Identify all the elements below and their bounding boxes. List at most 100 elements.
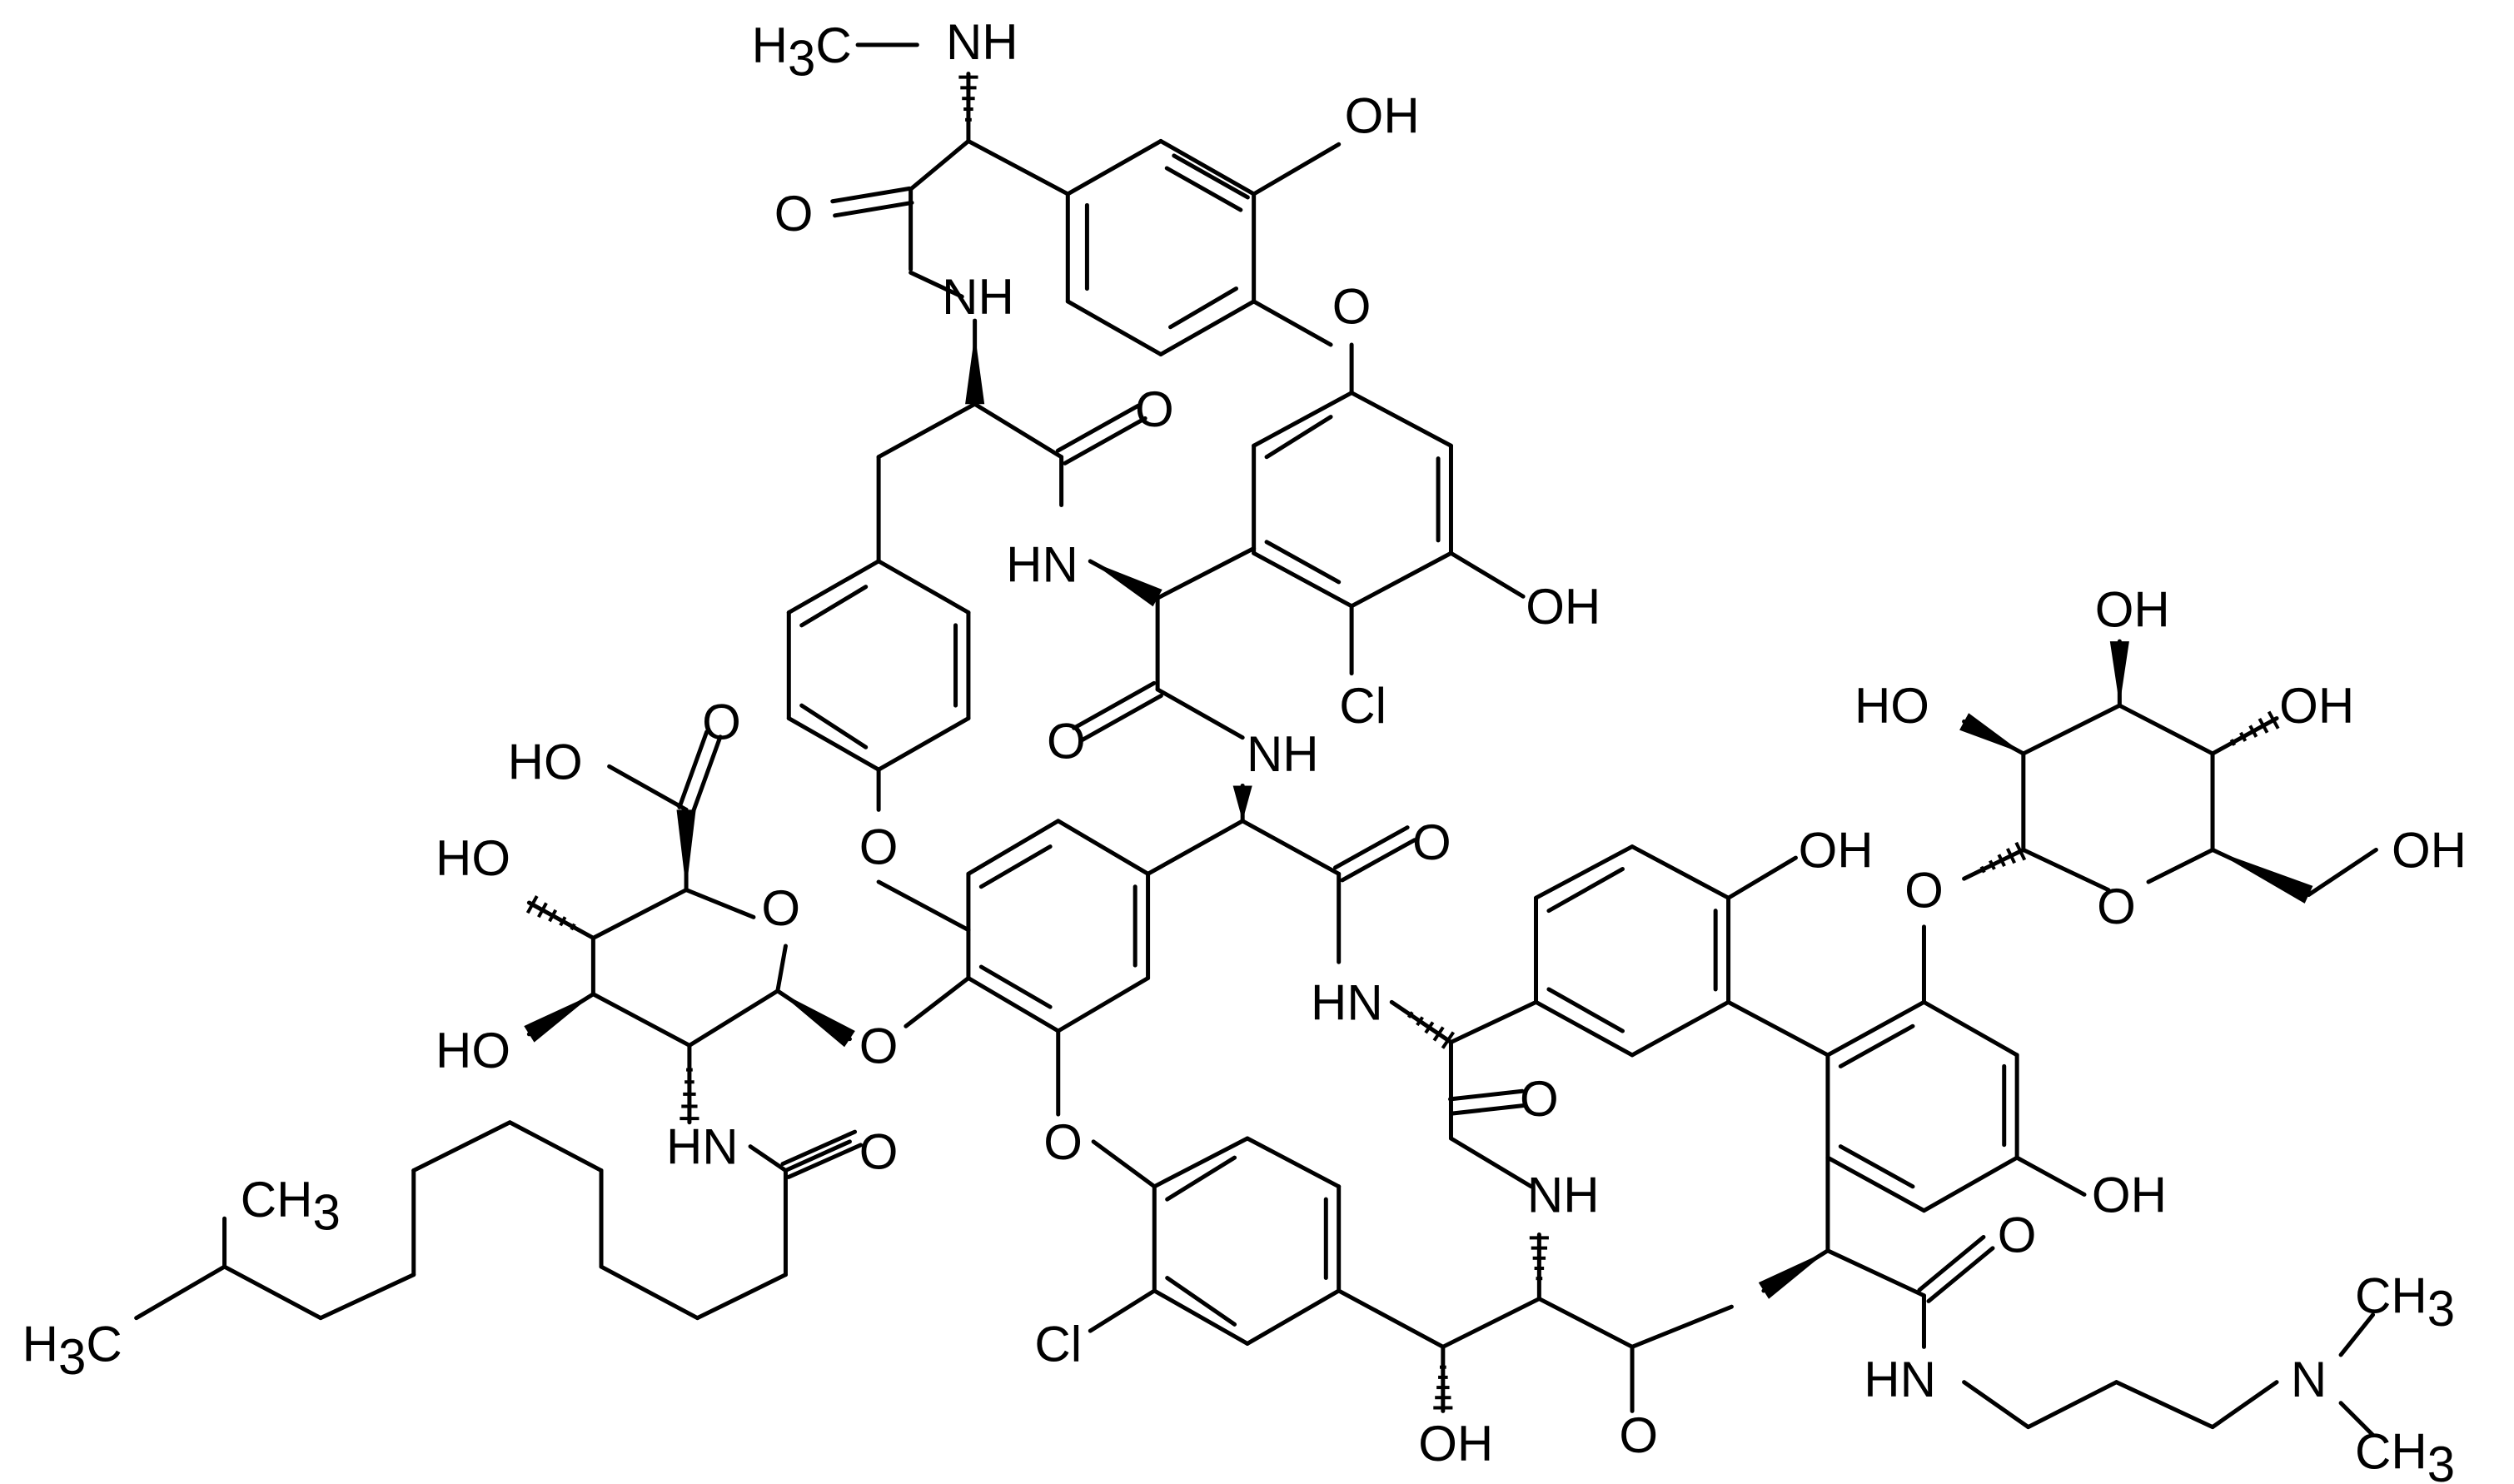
atom-label-h3c-chain: H3C bbox=[22, 1316, 122, 1384]
bond bbox=[966, 138, 1070, 197]
bond bbox=[973, 401, 1064, 460]
atom-label-o-amide1: O bbox=[774, 186, 814, 242]
bond bbox=[1534, 844, 1635, 900]
atom-label-nh-amide1: NH bbox=[942, 269, 1014, 325]
atom-label-o-mannose-ring: O bbox=[2097, 878, 2136, 934]
atom-label-hn-amide2: HN bbox=[1006, 536, 1078, 592]
hashed-bond bbox=[1406, 1011, 1414, 1018]
atom-label-ho-glc-top: HO bbox=[436, 830, 510, 886]
atom-label-ch3-dm-bottom: CH3 bbox=[2355, 1423, 2455, 1484]
bond bbox=[1165, 1276, 1237, 1327]
bond bbox=[1546, 867, 1625, 914]
bond bbox=[2021, 703, 2122, 756]
bond bbox=[876, 559, 971, 615]
bond bbox=[1252, 391, 1354, 448]
bond bbox=[222, 1264, 323, 1321]
bond bbox=[1349, 391, 1453, 448]
bond bbox=[1921, 999, 2019, 1058]
bond bbox=[687, 989, 780, 1048]
atom-label-o-glc-ring: O bbox=[761, 879, 800, 935]
atom-label-o-ether1: O bbox=[1332, 278, 1371, 334]
atom-label-oh-man-c6: OH bbox=[2392, 822, 2467, 878]
hashed-bond bbox=[1971, 872, 1976, 877]
bond bbox=[607, 764, 689, 812]
bond bbox=[1337, 1288, 1446, 1349]
bond bbox=[318, 1272, 416, 1321]
bond bbox=[2117, 703, 2215, 756]
hashed-bond bbox=[1441, 1031, 1456, 1049]
hashed-bond bbox=[548, 909, 558, 923]
atom-label-oh-ring-right-low: OH bbox=[2092, 1167, 2167, 1223]
hashed-bond bbox=[2258, 717, 2269, 734]
atom-label-o-amide6: O bbox=[1619, 1407, 1658, 1463]
bond bbox=[1245, 1288, 1342, 1346]
bond bbox=[1245, 1136, 1342, 1189]
atom-label-hn-glc: HN bbox=[666, 1118, 739, 1174]
bond bbox=[799, 585, 869, 628]
double-bond bbox=[690, 735, 723, 814]
atom-label-o-acyl: O bbox=[859, 1123, 899, 1179]
double-bond bbox=[833, 200, 914, 218]
bond bbox=[1252, 299, 1333, 347]
hashed-bond bbox=[525, 895, 539, 914]
bond bbox=[1091, 1139, 1157, 1189]
bond bbox=[1838, 1023, 1915, 1068]
bond bbox=[1825, 1155, 1926, 1213]
bond bbox=[1056, 819, 1151, 876]
bond bbox=[978, 964, 1053, 1009]
bond bbox=[1152, 1288, 1250, 1346]
double-bond bbox=[1164, 166, 1243, 212]
atom-label-o-amide7: O bbox=[1998, 1207, 2037, 1262]
bond bbox=[2146, 847, 2215, 884]
bond bbox=[590, 992, 692, 1048]
bond bbox=[2210, 1380, 2279, 1430]
bond bbox=[1962, 1380, 2031, 1430]
bond bbox=[2026, 1380, 2119, 1430]
atom-label-nh-amide3: NH bbox=[1247, 725, 1319, 781]
bond bbox=[1088, 1288, 1157, 1333]
double-bond bbox=[1055, 403, 1141, 453]
bond bbox=[684, 888, 756, 919]
bond bbox=[1630, 999, 1731, 1058]
double-bond bbox=[1340, 838, 1417, 883]
bond bbox=[799, 703, 869, 749]
atom-label-ho-glc-low: HO bbox=[436, 1023, 510, 1078]
bond bbox=[1448, 1136, 1534, 1189]
bond bbox=[1630, 1304, 1734, 1349]
double-bond bbox=[1078, 693, 1163, 743]
bond bbox=[1536, 1297, 1635, 1349]
bond bbox=[1448, 550, 1526, 599]
bond bbox=[1448, 999, 1539, 1044]
atom-label-o-amide3: O bbox=[1047, 713, 1086, 769]
bond bbox=[775, 944, 788, 993]
stereo-wedges bbox=[524, 75, 2313, 1410]
wedge-bond bbox=[1758, 1250, 1828, 1299]
bond bbox=[1146, 819, 1245, 876]
bond bbox=[2021, 847, 2111, 893]
double-bond bbox=[1332, 825, 1410, 870]
double-bond bbox=[1917, 1234, 1986, 1292]
bond bbox=[1441, 1297, 1541, 1349]
double-bond bbox=[1063, 416, 1147, 466]
bond bbox=[2338, 1312, 2376, 1357]
wedge-bond bbox=[777, 990, 855, 1048]
atom-label-oh-ring-top: OH bbox=[1345, 87, 1420, 143]
bond-lines bbox=[134, 42, 2378, 1437]
atom-label-cl-ring2: Cl bbox=[1339, 678, 1386, 734]
bond bbox=[978, 844, 1053, 889]
atom-label-oh-ring2: OH bbox=[1526, 578, 1600, 634]
bond bbox=[748, 1144, 788, 1173]
bond bbox=[134, 1264, 227, 1321]
atom-label-ch3-dm-top: CH3 bbox=[2355, 1267, 2455, 1336]
double-bond bbox=[786, 1143, 864, 1179]
bond bbox=[411, 1120, 512, 1173]
double-bond bbox=[1926, 1246, 1995, 1303]
bond bbox=[1158, 138, 1257, 197]
atom-label-nh-top: NH bbox=[946, 14, 1018, 70]
wedge-bond bbox=[524, 993, 594, 1043]
bond bbox=[909, 138, 971, 192]
hashed-bond bbox=[570, 923, 576, 931]
bond bbox=[1264, 415, 1333, 460]
double-bond bbox=[1072, 680, 1157, 730]
